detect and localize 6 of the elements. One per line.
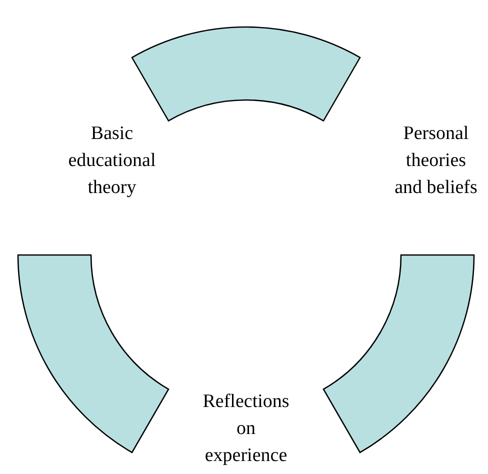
arc-band-connector	[17, 254, 170, 454]
arc-band-connector	[322, 254, 475, 454]
cycle-stage-label: Personal theories and beliefs	[391, 120, 481, 201]
cycle-stage-label: Basic educational theory	[52, 120, 172, 201]
cycle-stage-label: Reflections on experience	[196, 388, 296, 469]
arc-band-connector	[131, 26, 361, 122]
